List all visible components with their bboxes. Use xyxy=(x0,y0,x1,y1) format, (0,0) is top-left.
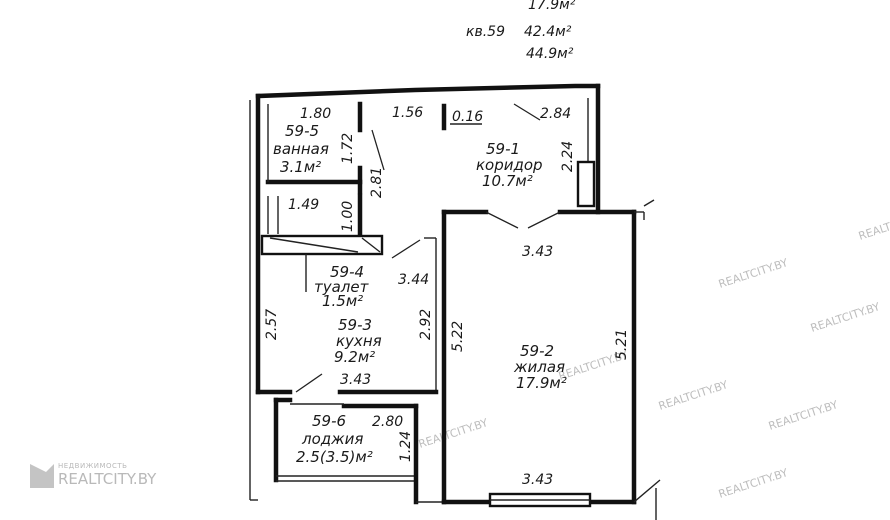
room-59-4-id: 59-4 xyxy=(330,263,364,281)
door-living-a xyxy=(485,211,519,229)
watermark-text: REALTCITY.BY xyxy=(417,416,490,451)
dim-wc-height: 1.00 xyxy=(340,201,356,232)
dim-kitchen-bottom: 3.43 xyxy=(340,372,371,388)
dim-kitchen-left: 2.57 xyxy=(264,309,280,340)
corridor-niche xyxy=(576,160,596,208)
room-59-3-name: кухня xyxy=(336,332,382,350)
watermark-text: REALTCITY.BY xyxy=(717,256,790,291)
watermark-text: REALTCITY.BY xyxy=(857,208,890,243)
wc-wall xyxy=(260,234,384,256)
door-loggia xyxy=(295,373,323,393)
room-59-2-area: 17.9м² xyxy=(516,374,567,392)
dim-living-top: 3.43 xyxy=(522,244,553,260)
dim-wc-width: 1.49 xyxy=(288,197,319,213)
total-area: 44.9м² xyxy=(526,46,574,62)
dim-bath-width: 1.80 xyxy=(300,106,331,122)
room-59-5-name: ванная xyxy=(273,140,329,158)
logo-brand: REALTCITY.BY xyxy=(58,470,157,488)
dim-corridor-top-c: 2.84 xyxy=(540,106,571,122)
door-wc xyxy=(391,239,421,259)
dim-corridor-lower: 3.44 xyxy=(398,272,429,288)
watermark-pattern: REALTCITY.BY REALTCITY.BY REALTCITY.BY R… xyxy=(417,208,890,501)
doors xyxy=(295,103,561,393)
apartment-label: кв.59 xyxy=(466,24,505,40)
watermark-text: REALTCITY.BY xyxy=(717,466,790,501)
room-59-5-area: 3.1м² xyxy=(280,158,321,176)
room-labels: 59-5 ванная 3.1м² 59-1 коридор 10.7м² 59… xyxy=(273,122,567,466)
room-59-3-id: 59-3 xyxy=(338,316,372,334)
room-59-6-area: 2.5(3.5)м² xyxy=(296,448,373,466)
dim-living-right: 5.21 xyxy=(614,329,630,360)
dim-living-bottom: 3.43 xyxy=(522,472,553,488)
dimension-labels: 1.80 1.72 1.56 0.16 2.84 2.24 2.81 1.49 … xyxy=(264,105,630,488)
interior-partitions xyxy=(255,101,447,409)
room-59-5-id: 59-5 xyxy=(285,122,319,140)
door-living-b xyxy=(527,211,561,229)
logo-tagline: НЕДВИЖИМОСТЬ xyxy=(58,462,128,470)
room-59-4-area: 1.5м² xyxy=(322,292,363,310)
room-59-4-name: туалет xyxy=(314,278,370,296)
room-59-2-name: жилая xyxy=(513,358,565,376)
room-59-1-name: коридор xyxy=(476,156,543,174)
header: 17.9м² кв.59 42.4м² 44.9м² xyxy=(466,0,576,62)
wall-top xyxy=(255,83,601,99)
door-bath xyxy=(371,129,385,171)
watermark-logo: НЕДВИЖИМОСТЬ REALTCITY.BY xyxy=(30,462,157,488)
dim-corridor-top-b: 0.16 xyxy=(452,109,483,125)
dim-loggia-width: 2.80 xyxy=(372,414,403,430)
dim-kitchen-right: 2.92 xyxy=(418,309,434,340)
dim-corridor-right: 2.24 xyxy=(560,141,576,172)
watermark-text: REALTCITY.BY xyxy=(809,300,882,335)
room-59-1-id: 59-1 xyxy=(486,140,520,158)
room-59-1-area: 10.7м² xyxy=(482,172,533,190)
room-59-6-name: лоджия xyxy=(301,430,363,448)
dim-living-left: 5.22 xyxy=(450,321,466,352)
dim-corridor-top-a: 1.56 xyxy=(392,105,423,121)
living-area-total: 42.4м² xyxy=(524,24,572,40)
living-room-walls xyxy=(441,199,661,520)
header-top-area: 17.9м² xyxy=(528,0,576,13)
dim-bath-height: 1.72 xyxy=(340,133,356,164)
room-59-2-id: 59-2 xyxy=(520,342,554,360)
room-59-3-area: 9.2м² xyxy=(334,348,375,366)
realtcity-logo-icon xyxy=(30,464,54,488)
dim-corridor-diagonal: 2.81 xyxy=(369,167,385,198)
room-59-6-id: 59-6 xyxy=(312,412,346,430)
exterior-walls xyxy=(249,83,601,505)
dim-loggia-height: 1.24 xyxy=(398,431,414,462)
watermark-text: REALTCITY.BY xyxy=(767,398,840,433)
watermark-text: REALTCITY.BY xyxy=(657,378,730,413)
door-entrance xyxy=(513,103,541,121)
